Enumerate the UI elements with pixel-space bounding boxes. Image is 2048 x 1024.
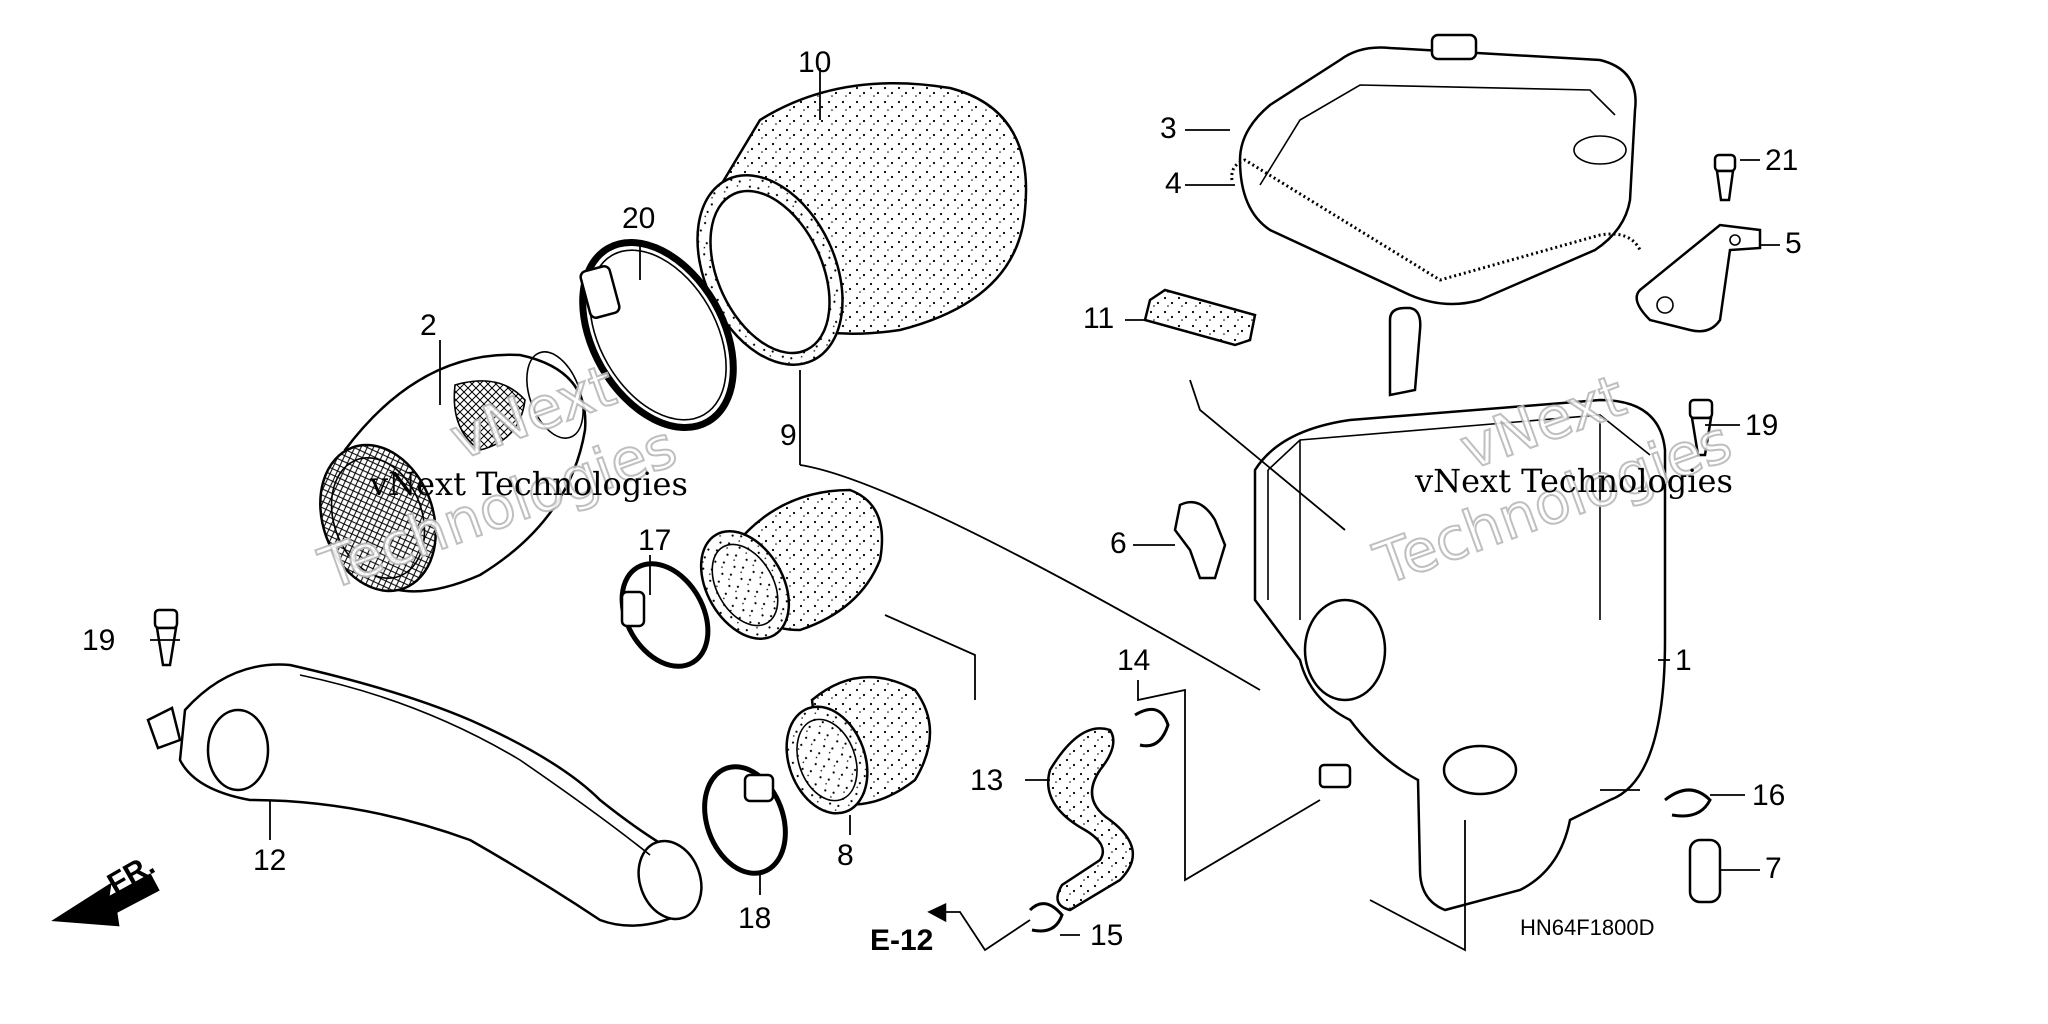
callout-21: 21 — [1765, 144, 1798, 177]
part-band-clamp-large — [579, 239, 737, 431]
part-case-cover — [1238, 33, 1637, 306]
part-foam-block — [1143, 288, 1257, 347]
part-rubber-holder — [1173, 500, 1227, 580]
part-drain-plug — [1688, 838, 1722, 904]
callout-19-right: 19 — [1745, 409, 1778, 442]
part-connecting-tube-upper — [699, 488, 884, 640]
callout-4: 4 — [1165, 167, 1182, 200]
callout-18: 18 — [738, 902, 771, 935]
callout-5: 5 — [1785, 227, 1802, 260]
callout-9: 9 — [780, 419, 797, 452]
part-case-seal — [1230, 158, 1642, 282]
part-air-cleaner-case — [1253, 306, 1667, 912]
part-tube-clip-15 — [1028, 902, 1064, 933]
callout-2: 2 — [420, 309, 437, 342]
part-intake-duct — [146, 663, 703, 927]
part-band-clamp-18 — [702, 764, 788, 876]
part-bolt-19-left — [153, 608, 179, 667]
callout-19-left: 19 — [82, 624, 115, 657]
reference-arrow-icon — [927, 903, 1031, 952]
part-mounting-bracket — [1635, 223, 1762, 333]
callout-16: 16 — [1752, 779, 1785, 812]
part-breather-tube — [1046, 727, 1135, 912]
callout-7: 7 — [1765, 852, 1782, 885]
callout-3: 3 — [1160, 112, 1177, 145]
callout-6: 6 — [1110, 527, 1127, 560]
callout-17: 17 — [638, 524, 671, 557]
part-filter-mesh-cylinder — [319, 351, 587, 593]
callout-13: 13 — [970, 764, 1003, 797]
part-band-clamp-17 — [619, 561, 711, 669]
part-tube-clip-14 — [1134, 707, 1170, 748]
callout-numbers: 1 2 3 4 5 6 7 8 9 10 11 12 13 14 15 16 1… — [82, 46, 1802, 952]
watermark-right-inline: vNext Technologies — [1414, 462, 1733, 500]
part-connecting-tube-lower — [785, 675, 932, 815]
part-foam-filter — [696, 81, 1028, 366]
callout-14: 14 — [1117, 644, 1150, 677]
callout-15: 15 — [1090, 919, 1123, 952]
callout-10: 10 — [798, 46, 831, 79]
callout-11: 11 — [1083, 302, 1114, 335]
front-direction-arrow-icon — [51, 873, 160, 927]
reference-label: E-12 — [870, 924, 933, 957]
part-drain-clip — [1664, 788, 1712, 818]
part-bolt-19-right — [1688, 398, 1714, 457]
diagram-code: HN64F1800D — [1520, 915, 1655, 940]
callout-20: 20 — [622, 202, 655, 235]
callout-12: 12 — [253, 844, 286, 877]
leader-lines — [150, 68, 1780, 952]
callout-8: 8 — [837, 839, 854, 872]
watermark-left-inline: vNext Technologies — [369, 465, 688, 503]
part-bolt-21 — [1713, 153, 1737, 202]
callout-1: 1 — [1675, 644, 1692, 677]
